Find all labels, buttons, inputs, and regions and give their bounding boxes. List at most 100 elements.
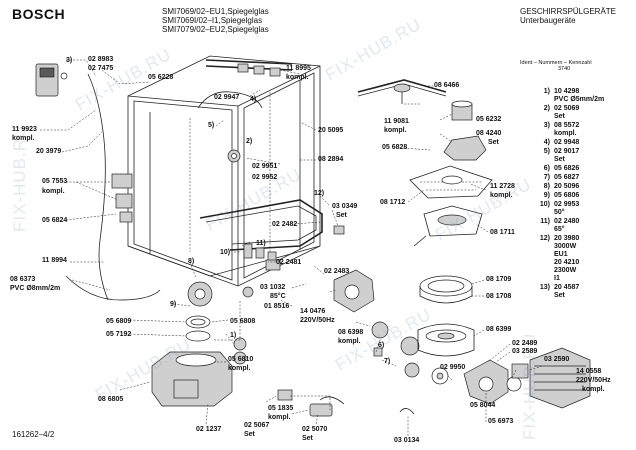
callout-084240-set: Set: [488, 139, 499, 146]
callout-022489: 02 2489: [512, 340, 538, 347]
callout-031032-temp: 85°C: [270, 293, 286, 300]
callout-086398-kompl: kompl.: [338, 338, 361, 345]
model-list: SMI7069/02–EU1,Spiegelglas SMI7069I/02–I…: [162, 7, 269, 34]
callout-140558: 14 0558: [576, 368, 602, 375]
parts-list-line: EU1: [554, 251, 568, 258]
right-components: [357, 79, 591, 409]
parts-list-number: 4): [543, 139, 550, 146]
callout-056808: 05 6808: [230, 318, 256, 325]
callout-4: 4): [250, 96, 257, 103]
parts-list-number: 2): [543, 105, 550, 112]
parts-list-item: 7)05 6827: [528, 174, 633, 182]
callout-205095: 20 5095: [318, 127, 344, 134]
callout-025070-set: Set: [302, 435, 313, 442]
callout-056810-kompl: kompl.: [228, 365, 251, 372]
callout-086373-pvc: PVC Ø8mm/2m: [10, 285, 61, 292]
callout-021237: 02 1237: [196, 426, 222, 433]
callout-032590: 03 2590: [544, 356, 570, 363]
parts-list-number: 11): [540, 218, 550, 225]
callout-058044: 05 8044: [470, 402, 496, 409]
parts-list-line: 02 9948: [554, 139, 580, 146]
model-line: SMI7069/02–EU1,Spiegelglas: [162, 7, 269, 16]
category-header: GESCHIRRSPÜLGERÄTE Unterbaugeräte: [520, 7, 616, 25]
parts-list-lines: 05 6827: [554, 174, 579, 182]
parts-list-number: 3): [543, 122, 550, 129]
parts-list-number: 1): [543, 88, 550, 95]
callout-6: 6): [378, 342, 385, 349]
callout-056228: 05 6228: [148, 74, 174, 81]
callout-12: 12): [314, 190, 325, 197]
callout-029950: 02 9950: [440, 364, 466, 371]
callout-025070: 02 5070: [302, 426, 328, 433]
callout-086398: 08 6398: [338, 329, 364, 336]
parts-list-line: 02 5069: [554, 105, 580, 112]
parts-list-line: 02 2480: [554, 218, 580, 225]
parts-list-lines: 02 9948: [554, 139, 579, 147]
callout-027475: 02 7475: [88, 65, 114, 72]
document-number: 161262–4/2: [12, 430, 55, 439]
callout-025067-set: Set: [244, 431, 255, 438]
parts-list-line: Set: [554, 292, 565, 299]
callout-119923-kompl: kompl.: [12, 135, 35, 142]
parts-list-lines: 20 5096: [554, 183, 579, 191]
callout-118994: 11 8994: [42, 257, 67, 264]
callout-2: 2): [246, 138, 253, 145]
parts-list-line: 3000W: [554, 243, 577, 250]
callout-119923: 11 9923: [12, 126, 37, 133]
callout-056232: 05 6232: [476, 116, 502, 123]
parts-list-number: 13): [539, 284, 550, 291]
parts-list-number: 9): [543, 192, 550, 199]
callout-056973: 05 6973: [488, 418, 514, 425]
parts-list-line: 50°: [554, 209, 565, 216]
heating-element: [199, 199, 323, 251]
parts-list-line: 2300W: [554, 267, 577, 274]
callout-7: 7): [384, 358, 391, 365]
parts-list-line: 10 4298: [554, 88, 580, 95]
callout-086805: 08 6805: [98, 396, 124, 403]
parts-list-number: 10): [539, 201, 550, 208]
callout-032589: 03 2589: [512, 348, 538, 355]
callout-9: 9): [170, 301, 177, 308]
parts-list-line: 65°: [554, 226, 565, 233]
callout-082894: 08 2894: [318, 156, 344, 163]
parts-list-line: 20 5096: [554, 183, 580, 190]
callout-8: 8): [188, 258, 195, 265]
parts-list-line: 05 6806: [554, 192, 580, 199]
callout-203979: 20 3979: [36, 148, 62, 155]
callout-112728: 11 2728: [490, 183, 515, 190]
callout-031032: 03 1032: [260, 284, 286, 291]
left-components: [35, 63, 247, 407]
callout-056810: 05 6810: [228, 356, 254, 363]
callout-028983: 02 8983: [88, 56, 114, 63]
callout-5: 5): [208, 122, 215, 129]
callout-081709: 08 1709: [486, 276, 512, 283]
parts-list-line: Set: [554, 156, 565, 163]
ident-code: 3740: [558, 66, 571, 72]
callout-081708: 08 1708: [486, 293, 512, 300]
callout-057192: 05 7192: [106, 331, 132, 338]
callout-056828: 05 6828: [382, 144, 408, 151]
parts-list-number: 8): [543, 183, 550, 190]
parts-list-line: 02 9953: [554, 201, 580, 208]
callout-084240: 08 4240: [476, 130, 502, 137]
callout-086399: 08 6399: [486, 326, 512, 333]
callout-030134: 03 0134: [394, 437, 420, 444]
callout-11: 11): [256, 240, 266, 247]
callout-081712: 08 1712: [380, 199, 406, 206]
callout-1a: 1): [230, 332, 237, 339]
parts-list-lines: 05 6806: [554, 192, 579, 200]
callout-118995-kompl: kompl.: [286, 74, 309, 81]
callout-118995: 11 8995: [286, 65, 311, 72]
callout-3: 3): [66, 57, 73, 64]
